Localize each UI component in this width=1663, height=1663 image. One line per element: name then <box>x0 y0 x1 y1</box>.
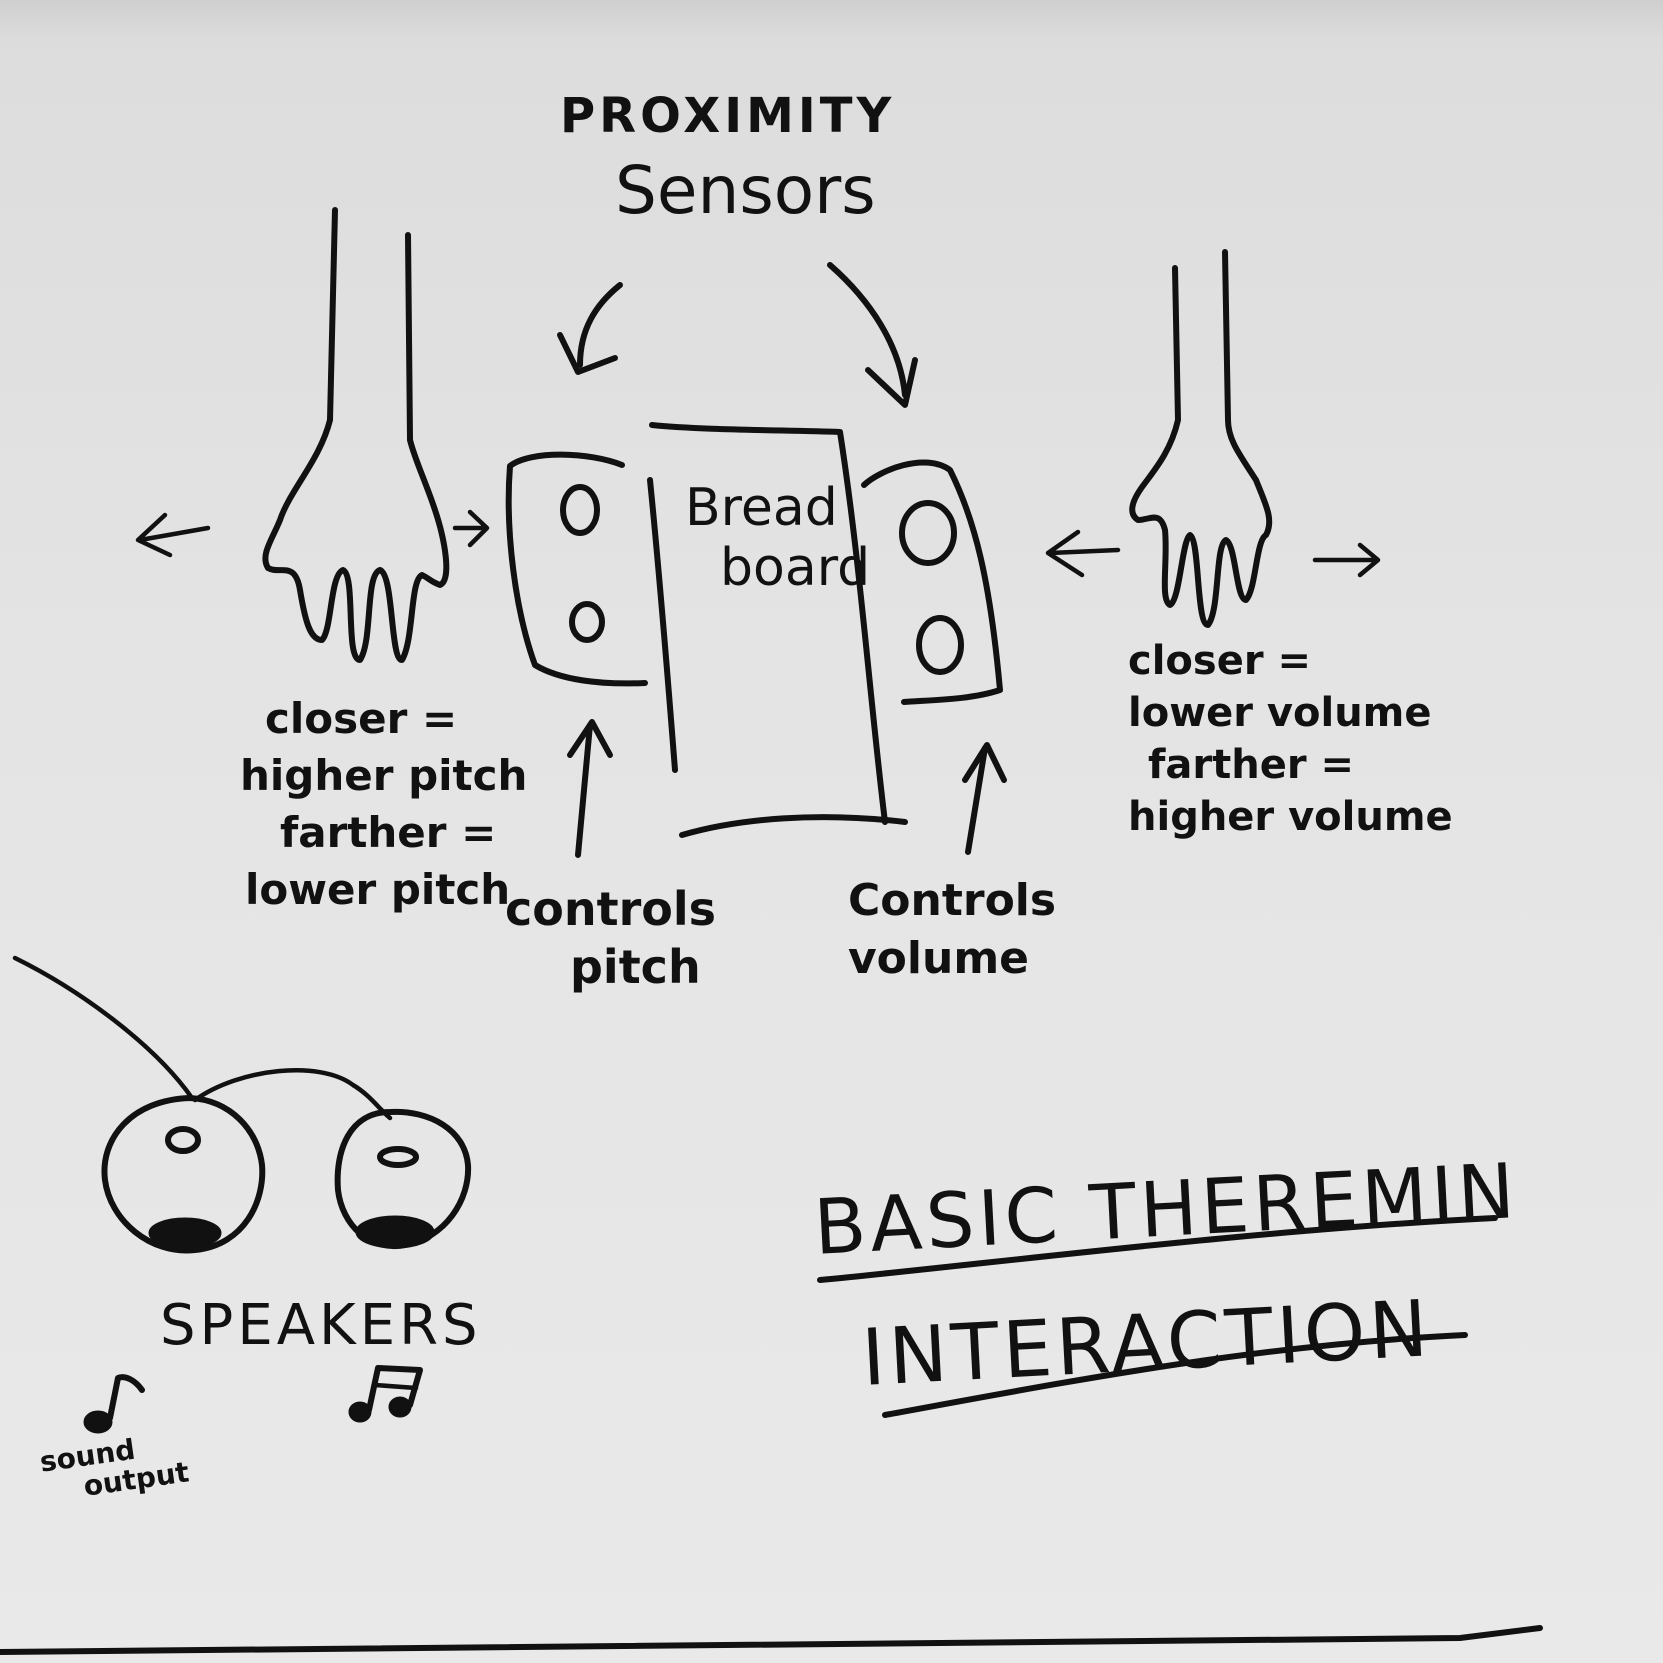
left-proximity-sensor <box>505 451 648 687</box>
speakers-label: SPEAKERS <box>160 1293 482 1358</box>
left-hand-sketch <box>135 207 490 663</box>
proximity-label: PROXIMITY <box>560 88 896 144</box>
controls-volume-label: Controls volume <box>848 875 1057 984</box>
controls-pitch-label: controls pitch <box>505 882 717 994</box>
controls-arrows <box>567 719 1007 858</box>
right-hand-sketch <box>1045 249 1381 628</box>
breadboard-label: Bread board <box>685 478 871 598</box>
right-proximity-sensor <box>861 459 1003 705</box>
board-bottom-edge <box>0 1625 1543 1655</box>
right-hand-caption: closer = lower volume farther = higher v… <box>1128 638 1453 840</box>
title-underlines <box>817 1215 1498 1418</box>
sensor-pointer-arrows <box>557 262 918 408</box>
left-hand-caption: closer = higher pitch farther = lower pi… <box>240 694 528 914</box>
breadboard-rect <box>647 422 908 838</box>
speakers-sketch <box>12 955 472 1434</box>
sensors-label: Sensors <box>615 152 876 229</box>
